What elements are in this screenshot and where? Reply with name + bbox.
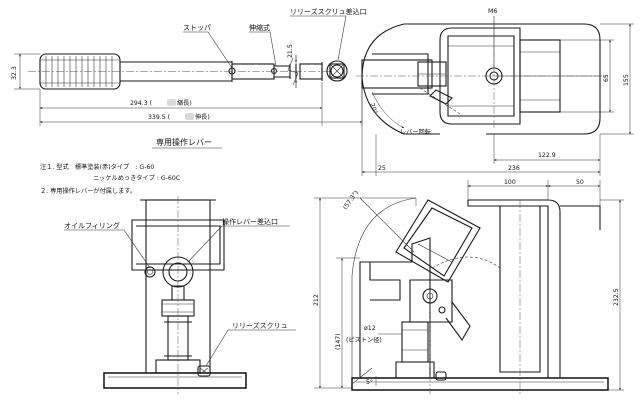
oil-filling-plug-icon	[144, 266, 156, 278]
front-view: オイルフィリング 操作レバー差込口 リリーズスクリュ	[64, 196, 296, 394]
label-lever-rotation: レバー回転	[400, 128, 431, 136]
dim-lever-max-length-suffix: 伸長)	[195, 113, 210, 121]
label-stopper: ストッパ	[183, 24, 211, 32]
dim-offset-25: 25	[378, 165, 386, 172]
dim-lever-min-length-prefix: 294.3 (	[130, 100, 152, 107]
dim-piston-12: ø12	[364, 325, 376, 332]
note1-line1: 注１. 型式 標準塗装(赤)タイプ : G-60	[40, 163, 154, 171]
operating-lever-view: 32.3 21.5 294.3 ( 縮長) 339.5 ( 伸長) ストッパ	[11, 7, 367, 149]
lever-title: 専用操作レバー	[156, 137, 212, 147]
dim-claw-50: 50	[576, 179, 584, 186]
note2: ２. 専用操作レバーが付属します。	[40, 187, 136, 195]
dim-length-122-9: 122.9	[538, 152, 556, 159]
notes: 注１. 型式 標準塗装(赤)タイプ : G-60 ニッケルめっきタイプ : G-…	[40, 163, 180, 195]
dim-lever-min-length: 294.3 ( 縮長)	[39, 82, 323, 126]
dim-base-angle: 5°	[366, 378, 373, 386]
top-view: M6 20° レバー回転 65 155 122.9 236 25	[356, 8, 634, 176]
dim-grip-diameter: 32.3	[11, 53, 40, 90]
lever-socket-end	[326, 60, 348, 82]
dim-height-212: 212	[313, 294, 320, 306]
dim-lever-max-length-prefix: 339.5 (	[148, 114, 170, 121]
dim-claw-100: 100	[504, 179, 516, 186]
side-view: 212 (147) 232.5 100 50 (57.3°) ø12 (ピストン…	[313, 179, 624, 394]
dim-total-width-236: 236	[508, 165, 520, 172]
label-thread-m6: M6	[488, 8, 497, 15]
dim-lever-min-length-suffix: 縮長)	[177, 99, 192, 107]
dim-grip-diameter-label: 32.3	[11, 66, 18, 80]
note1-line2: ニッケルめっきタイプ : G-60C	[93, 174, 180, 182]
label-release-screw: リリーズスクリュ	[232, 321, 288, 330]
dim-height-232-5: 232.5	[613, 288, 620, 306]
label-telescoping: 伸縮式	[249, 23, 270, 32]
telescoping-pin-icon	[270, 67, 278, 75]
label-oil-filling: オイルフィリング	[64, 221, 120, 230]
label-piston-diameter: (ピストン径)	[346, 336, 382, 344]
dim-rotation-angle: 20°	[368, 102, 379, 115]
dim-shaft-diameter: 21.5	[287, 44, 297, 88]
release-screw-icon	[197, 365, 211, 377]
dim-shaft-diameter-label: 21.5	[287, 44, 294, 58]
label-lever-socket: 操作レバー差込口	[222, 217, 278, 226]
dim-side-height-155: 155	[623, 74, 630, 86]
label-release-screw-socket: リリーズスクリュ差込口	[290, 7, 367, 16]
dim-height-147: (147)	[335, 333, 342, 350]
dim-lever-angle: (57.3°)	[341, 189, 360, 211]
dim-side-height-65: 65	[603, 74, 610, 82]
